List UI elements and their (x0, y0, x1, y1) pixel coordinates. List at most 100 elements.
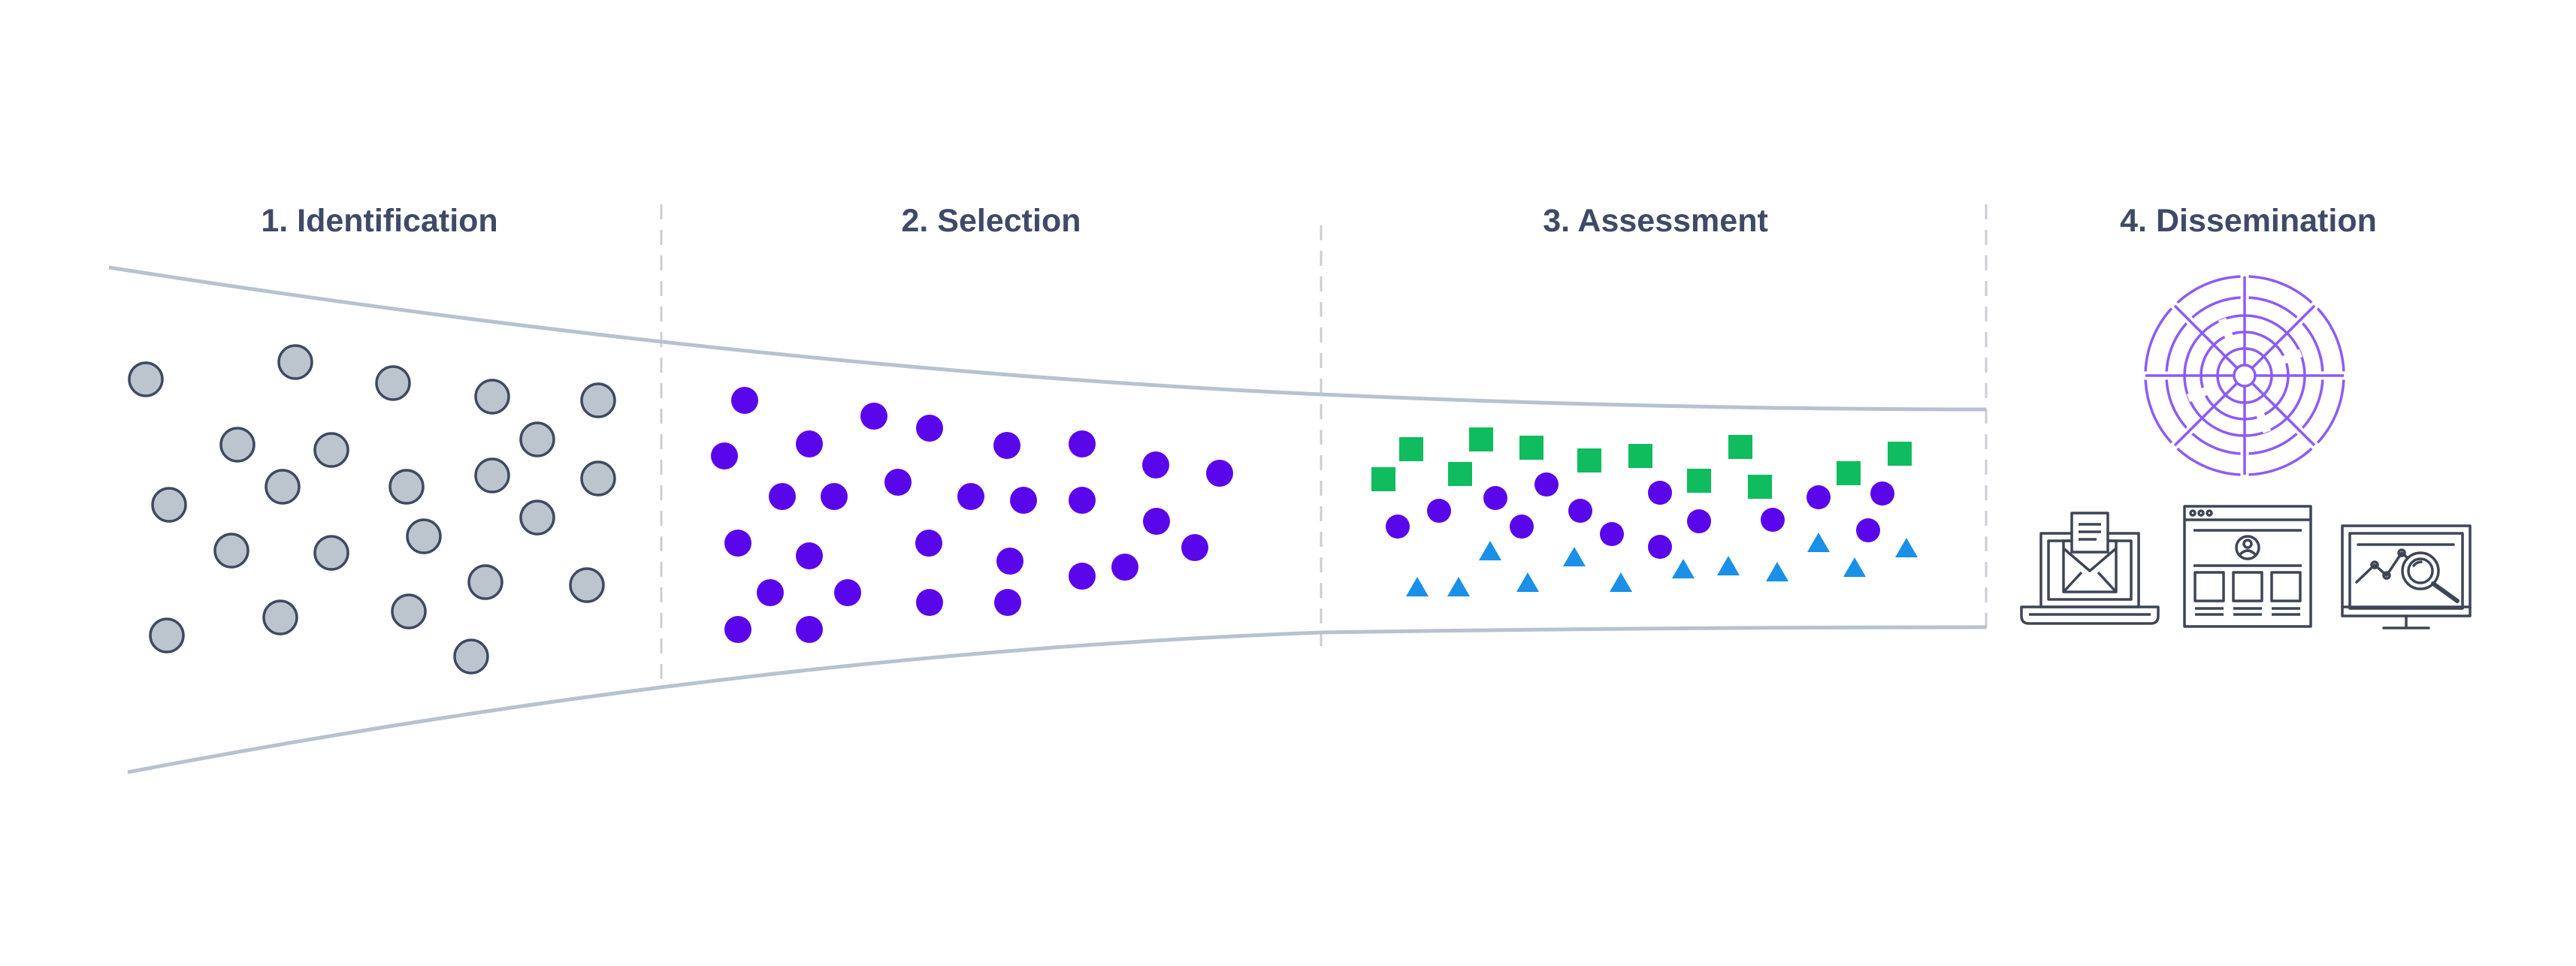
blue-triangle (1717, 556, 1740, 575)
green-square (1371, 467, 1395, 491)
purple-dot (731, 387, 758, 414)
blue-triangle (1479, 541, 1501, 560)
purple-dot (1181, 534, 1208, 561)
purple-dot (1534, 472, 1559, 497)
selection-dots (711, 387, 1233, 643)
gray-dot (375, 365, 411, 401)
purple-dot (916, 415, 943, 442)
gray-dot (474, 457, 510, 494)
green-square (1728, 435, 1752, 459)
gray-dot (213, 533, 249, 569)
green-square (1837, 461, 1861, 485)
gray-dot (391, 593, 427, 629)
gray-dot (467, 564, 503, 600)
purple-dot (769, 483, 796, 510)
funnel-bottom-curve (127, 625, 1987, 774)
purple-dot (1111, 554, 1138, 581)
green-square (1748, 475, 1772, 499)
purple-dot (1600, 522, 1624, 546)
gray-dot (151, 487, 187, 523)
assessment-squares (1371, 427, 1912, 499)
gray-dot (474, 379, 510, 415)
purple-dot (916, 589, 943, 616)
identification-dots (128, 344, 616, 675)
assessment-dots (1386, 472, 1894, 559)
purple-dot (711, 442, 738, 469)
gray-dot (219, 427, 255, 463)
purple-dot (915, 530, 942, 557)
purple-dot (993, 432, 1020, 459)
purple-dot (757, 579, 784, 606)
purple-dot (1010, 487, 1037, 514)
laptop-email-icon (2020, 512, 2160, 625)
purple-dot (1483, 486, 1507, 510)
purple-dot (1510, 515, 1534, 539)
stage-title-identification: 1. Identification (261, 203, 497, 239)
gray-dot (313, 535, 349, 571)
purple-dot (1142, 451, 1169, 478)
purple-dot (1206, 460, 1233, 487)
purple-dot (1648, 481, 1672, 505)
green-square (1628, 444, 1652, 468)
stage-title-assessment: 3. Assessment (1543, 203, 1768, 239)
purple-dot (834, 579, 861, 606)
gray-dot (389, 469, 425, 505)
gray-dot (313, 432, 349, 468)
stage-title-selection: 2. Selection (902, 203, 1081, 239)
blue-triangle (1406, 577, 1429, 596)
webpage-profile-icon (2183, 505, 2312, 628)
purple-dot (724, 616, 751, 643)
purple-dot (1870, 481, 1894, 506)
purple-dot (821, 483, 848, 510)
gray-dot (453, 638, 489, 675)
gray-dot (569, 567, 605, 603)
purple-dot (1427, 499, 1451, 523)
purple-dot (724, 530, 751, 557)
purple-dot (1807, 485, 1831, 509)
gray-dot (262, 599, 298, 635)
stage-title-dissemination: 4. Dissemination (2120, 203, 2377, 239)
purple-dot (1069, 563, 1096, 590)
purple-dot (796, 616, 823, 643)
purple-dot (1761, 508, 1785, 532)
funnel-top-curve (108, 265, 1987, 412)
blue-triangle (1895, 538, 1918, 557)
purple-dot (1143, 508, 1170, 535)
green-square (1888, 442, 1912, 466)
blue-triangle (1563, 547, 1586, 566)
blue-triangle (1610, 572, 1632, 592)
gray-dot (580, 460, 616, 497)
purple-dot (1648, 535, 1672, 559)
blue-triangle (1516, 572, 1539, 592)
green-square (1577, 448, 1601, 472)
purple-dot (796, 430, 823, 457)
purple-dot (1069, 430, 1096, 457)
green-square (1469, 427, 1493, 451)
blue-triangle (1843, 557, 1866, 577)
purple-dot (1386, 515, 1410, 539)
blue-triangle (1672, 559, 1695, 578)
purple-dot (1069, 487, 1096, 514)
purple-dot (1856, 518, 1880, 542)
purple-dot (796, 542, 823, 569)
purple-dot (884, 469, 912, 496)
gray-dot (277, 344, 313, 380)
green-square (1448, 462, 1472, 486)
green-square (1399, 437, 1423, 461)
purple-dot (1687, 509, 1711, 533)
purple-dot (996, 548, 1023, 575)
gray-dot (519, 500, 555, 536)
monitor-analytics-icon (2341, 524, 2472, 629)
segmented-radial-wheel-icon (2139, 270, 2350, 481)
purple-dot (860, 403, 887, 430)
blue-triangle (1766, 562, 1788, 581)
gray-dot (149, 617, 185, 654)
gray-dot (128, 361, 164, 397)
blue-triangle (1447, 577, 1470, 596)
assessment-triangles (1406, 533, 1918, 596)
purple-dot (994, 589, 1021, 616)
green-square (1687, 469, 1711, 493)
blue-triangle (1807, 533, 1830, 552)
green-square (1519, 436, 1543, 460)
